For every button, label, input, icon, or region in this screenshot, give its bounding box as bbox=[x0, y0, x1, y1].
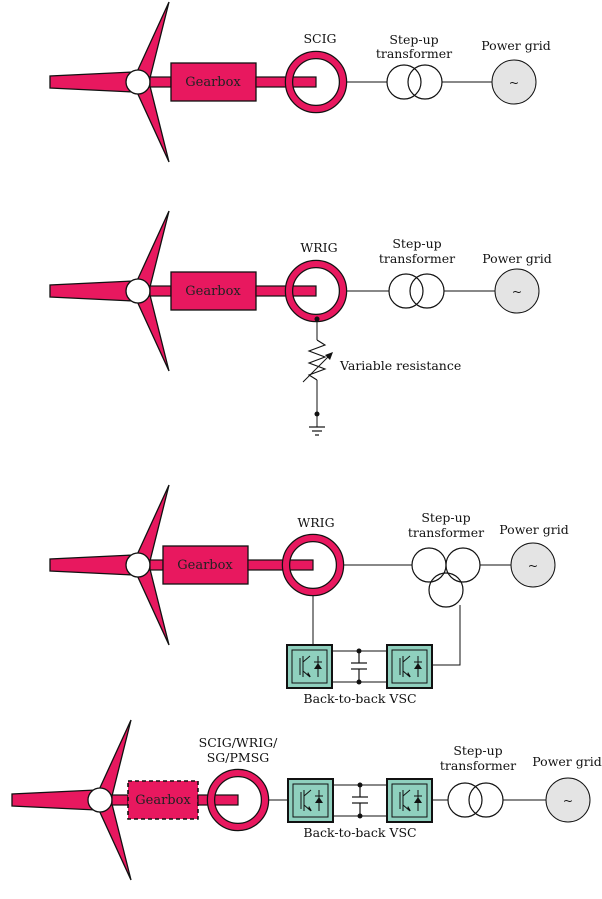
transformer-label-line1: Step-up bbox=[392, 236, 441, 251]
generator-label: WRIG bbox=[300, 240, 337, 255]
grid-label: Power grid bbox=[481, 38, 550, 53]
gearbox-box-optional bbox=[127, 780, 199, 820]
transformer-winding-1 bbox=[388, 273, 424, 309]
low-speed-shaft bbox=[149, 559, 164, 571]
dc-capacitor bbox=[351, 651, 367, 682]
grid-source bbox=[510, 542, 556, 588]
converter-label: Back-to-back VSC bbox=[303, 825, 416, 840]
high-speed-shaft bbox=[247, 559, 314, 571]
config-wrig-variable-resistance: Gearbox WRIG Step-up transformer ~ Power… bbox=[49, 210, 552, 436]
generator-ring-fill bbox=[286, 52, 346, 112]
transformer-winding-2 bbox=[468, 782, 504, 818]
grid-symbol: ~ bbox=[512, 284, 522, 299]
generator-label: WRIG bbox=[297, 515, 334, 530]
resistor-arrow bbox=[302, 353, 332, 383]
generator-ring-fill bbox=[283, 535, 343, 595]
grid-source bbox=[494, 268, 540, 314]
grid-source bbox=[545, 777, 591, 823]
resistor-arrow-head bbox=[325, 352, 333, 360]
generator-label-line2: SG/PMSG bbox=[207, 750, 270, 765]
grid-symbol: ~ bbox=[528, 558, 538, 573]
low-speed-shaft bbox=[111, 794, 129, 806]
generator-label: SCIG bbox=[303, 31, 336, 46]
resistor-label: Variable resistance bbox=[339, 358, 461, 373]
high-speed-shaft bbox=[197, 794, 239, 806]
generator-ring-fill bbox=[208, 770, 268, 830]
junction-dot bbox=[314, 411, 320, 417]
config-wrig-back-to-back-vsc: Gearbox WRIG Step-up transformer ~ Power… bbox=[49, 484, 569, 706]
config-scig: Gearbox SCIG Step-up transformer ~ Power… bbox=[49, 1, 551, 163]
gearbox-label: Gearbox bbox=[135, 793, 191, 808]
converter-rotor-side bbox=[286, 644, 333, 689]
transformer-label-line2: transformer bbox=[376, 46, 452, 61]
low-speed-shaft bbox=[149, 76, 172, 88]
junction-dot bbox=[314, 316, 320, 322]
dc-capacitor bbox=[352, 785, 368, 816]
transformer-winding-2 bbox=[409, 273, 445, 309]
grid-label: Power grid bbox=[499, 522, 568, 537]
gearbox-box bbox=[162, 545, 249, 585]
grid-label: Power grid bbox=[532, 754, 601, 769]
converter-generator-side bbox=[287, 778, 334, 823]
gearbox-label: Gearbox bbox=[177, 558, 233, 573]
grid-source bbox=[491, 59, 537, 105]
generator-label-line1: SCIG/WRIG/ bbox=[199, 735, 278, 750]
transformer-winding-2 bbox=[445, 547, 481, 583]
transformer-label-line1: Step-up bbox=[389, 32, 438, 47]
gearbox-box bbox=[170, 62, 257, 102]
converter-label: Back-to-back VSC bbox=[303, 691, 416, 706]
transformer-label-line1: Step-up bbox=[453, 743, 502, 758]
low-speed-shaft bbox=[149, 285, 172, 297]
ground-icon bbox=[309, 426, 325, 436]
transformer-label-line2: transformer bbox=[440, 758, 516, 773]
transformer-winding-3 bbox=[428, 572, 464, 608]
transformer-label-line2: transformer bbox=[408, 525, 484, 540]
transformer-winding-2 bbox=[407, 64, 443, 100]
grid-symbol: ~ bbox=[509, 75, 519, 90]
gearbox-label: Gearbox bbox=[185, 75, 241, 90]
transformer-winding-1 bbox=[386, 64, 422, 100]
converter-grid-side bbox=[386, 778, 433, 823]
transformer-label-line1: Step-up bbox=[421, 510, 470, 525]
grid-label: Power grid bbox=[482, 251, 551, 266]
transformer-label-line2: transformer bbox=[379, 251, 455, 266]
transformer-winding-1 bbox=[411, 547, 447, 583]
gearbox-label: Gearbox bbox=[185, 284, 241, 299]
config-full-converter: Gearbox SCIG/WRIG/ SG/PMSG bbox=[11, 719, 602, 881]
grid-symbol: ~ bbox=[563, 793, 573, 808]
converter-grid-side bbox=[386, 644, 433, 689]
transformer-winding-1 bbox=[447, 782, 483, 818]
grid-side-lead bbox=[432, 605, 461, 666]
